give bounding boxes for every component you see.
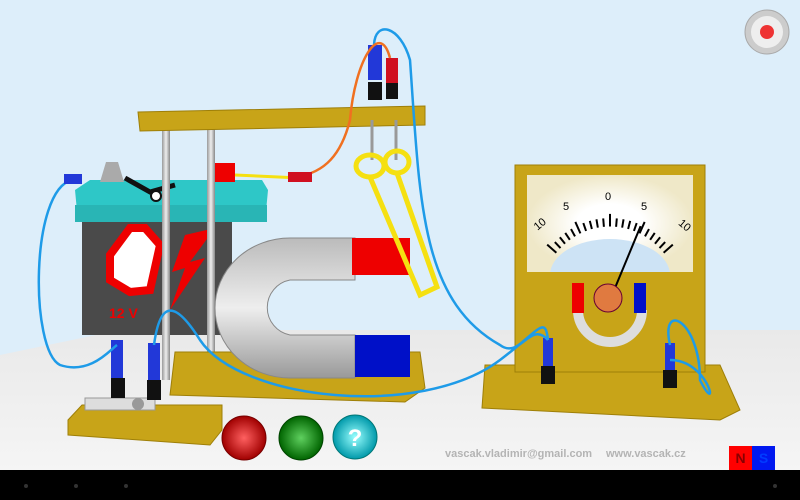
scale-label: 5 xyxy=(641,201,647,213)
scale-tick xyxy=(654,236,661,245)
scale-tick xyxy=(570,228,576,237)
scale-tick xyxy=(649,232,656,241)
website-link[interactable]: www.vascak.cz xyxy=(606,448,686,460)
email-link[interactable]: vascak.vladimir@gmail.com xyxy=(445,448,593,460)
orange-wire xyxy=(289,42,392,180)
bottom-bar xyxy=(0,470,800,500)
green-button[interactable] xyxy=(278,415,324,461)
scale-tick xyxy=(621,219,625,228)
pole-n: N xyxy=(729,446,752,470)
stand-rod xyxy=(207,125,215,355)
pole-s: S xyxy=(752,446,775,470)
scale-tick xyxy=(595,219,599,228)
scale-tick xyxy=(644,228,650,237)
meter-north-pole xyxy=(572,283,584,313)
scale-tick xyxy=(559,236,566,245)
scale-tick xyxy=(574,221,582,234)
scale-tick xyxy=(588,220,593,230)
swing-conductor[interactable] xyxy=(353,120,441,299)
terminal[interactable] xyxy=(111,340,125,398)
pole-toggle[interactable]: N S xyxy=(729,446,775,470)
plug-blue xyxy=(368,45,382,80)
stand-rod xyxy=(162,125,170,380)
horseshoe-magnet[interactable] xyxy=(214,237,410,379)
scale-tick xyxy=(627,220,632,230)
terminal[interactable] xyxy=(541,338,555,384)
plug-blue xyxy=(64,174,82,184)
spi-logo xyxy=(106,224,165,297)
red-button[interactable] xyxy=(221,415,267,461)
battery-voltage-label: 12 V xyxy=(109,305,138,321)
scale-tick xyxy=(602,218,605,227)
meter-south-pole xyxy=(634,283,646,313)
scale-tick xyxy=(638,221,646,234)
terminal[interactable] xyxy=(663,343,677,388)
scale-tick xyxy=(632,222,638,232)
scale-label: 0 xyxy=(605,191,611,203)
scale-tick xyxy=(546,243,558,254)
record-icon xyxy=(760,25,774,39)
help-icon: ? xyxy=(348,425,363,452)
scale-tick xyxy=(615,218,618,227)
lightning-icon xyxy=(170,228,215,310)
wires xyxy=(37,28,712,398)
top-shelf xyxy=(137,105,426,132)
record-button[interactable] xyxy=(744,9,790,55)
help-button[interactable] xyxy=(332,414,378,460)
plug-red xyxy=(288,172,312,182)
battery-negative-terminal xyxy=(100,162,124,182)
terminal[interactable] xyxy=(147,343,161,400)
scale-tick xyxy=(554,241,562,249)
battery-positive-terminal xyxy=(213,163,235,182)
switch[interactable] xyxy=(67,397,223,446)
scale-label: 5 xyxy=(563,201,569,213)
scale-tick xyxy=(662,243,674,254)
scale-tick xyxy=(582,222,588,232)
plug-red xyxy=(386,58,398,83)
south-pole xyxy=(355,335,410,377)
scale-tick xyxy=(658,241,666,249)
scale-tick xyxy=(564,232,571,241)
